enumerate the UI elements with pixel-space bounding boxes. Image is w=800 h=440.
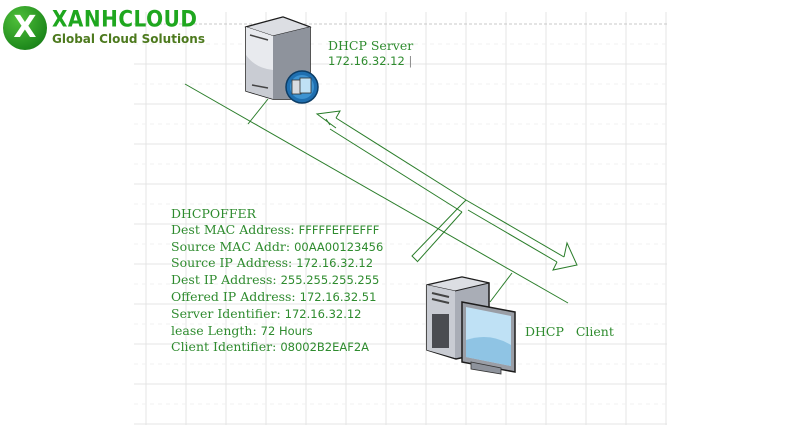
server-title-label: DHCP Server — [328, 38, 414, 53]
logo-x-glyph: X — [13, 10, 37, 45]
server-connector-line — [247, 98, 269, 125]
message-type: DHCPOFFER — [171, 206, 257, 221]
logo-name: XANHCLOUD — [52, 5, 198, 33]
field-value: FFFFFEFFEFFF — [298, 222, 380, 237]
field-value: 172.16.32.12 — [296, 256, 374, 271]
server-ip-label: 172.16.32.12 | — [328, 54, 413, 68]
field-row: Server Identifier: 172.16.32.12 — [171, 306, 383, 323]
xanhcloud-logo: X XANHCLOUD Global Cloud Solutions — [3, 4, 223, 50]
client-title-label: DHCP Client — [525, 324, 614, 339]
field-value: 72 Hours — [260, 323, 313, 338]
field-row: Source MAC Addr: 00AA00123456 — [171, 239, 383, 256]
server-ip-value: 172.16.32.12 — [328, 54, 405, 68]
field-row: Offered IP Address: 172.16.32.51 — [171, 289, 383, 306]
server-icon[interactable] — [244, 16, 319, 104]
field-label: Source IP Address: — [171, 255, 293, 271]
field-row: lease Length: 72 Hours — [171, 323, 383, 340]
field-label: Dest MAC Address: — [171, 221, 295, 237]
field-row: Client Identifier: 08002B2EAF2A — [171, 339, 383, 356]
field-label: Server Identifier: — [171, 305, 281, 321]
field-label: Client Identifier: — [171, 339, 277, 355]
field-label: Dest IP Address: — [171, 272, 277, 288]
field-value: 172.16.32.12 — [284, 306, 362, 321]
desktop-computer-icon[interactable] — [426, 276, 516, 375]
field-label: lease Length: — [171, 322, 257, 338]
field-row: Dest IP Address: 255.255.255.255 — [171, 272, 383, 289]
background-grid — [134, 12, 667, 425]
client-connector-line — [489, 272, 513, 303]
field-value: 08002B2EAF2A — [280, 340, 370, 355]
field-value: 00AA00123456 — [294, 239, 384, 254]
field-value: 172.16.32.51 — [299, 289, 377, 304]
dhcp-message-flow-arrow — [315, 110, 578, 271]
field-row: Dest MAC Address: FFFFFEFFEFFF — [171, 222, 383, 239]
field-label: Offered IP Address: — [171, 288, 296, 304]
network-bus-line — [184, 83, 569, 304]
dhcpoffer-details: DHCPOFFER Dest MAC Address: FFFFFEFFEFFF… — [171, 206, 383, 356]
field-row: Source IP Address: 172.16.32.12 — [171, 255, 383, 272]
logo-mark-icon — [3, 6, 47, 50]
logo-tagline: Global Cloud Solutions — [52, 32, 205, 46]
field-label: Source MAC Addr: — [171, 238, 291, 254]
field-value: 255.255.255.255 — [280, 273, 380, 288]
